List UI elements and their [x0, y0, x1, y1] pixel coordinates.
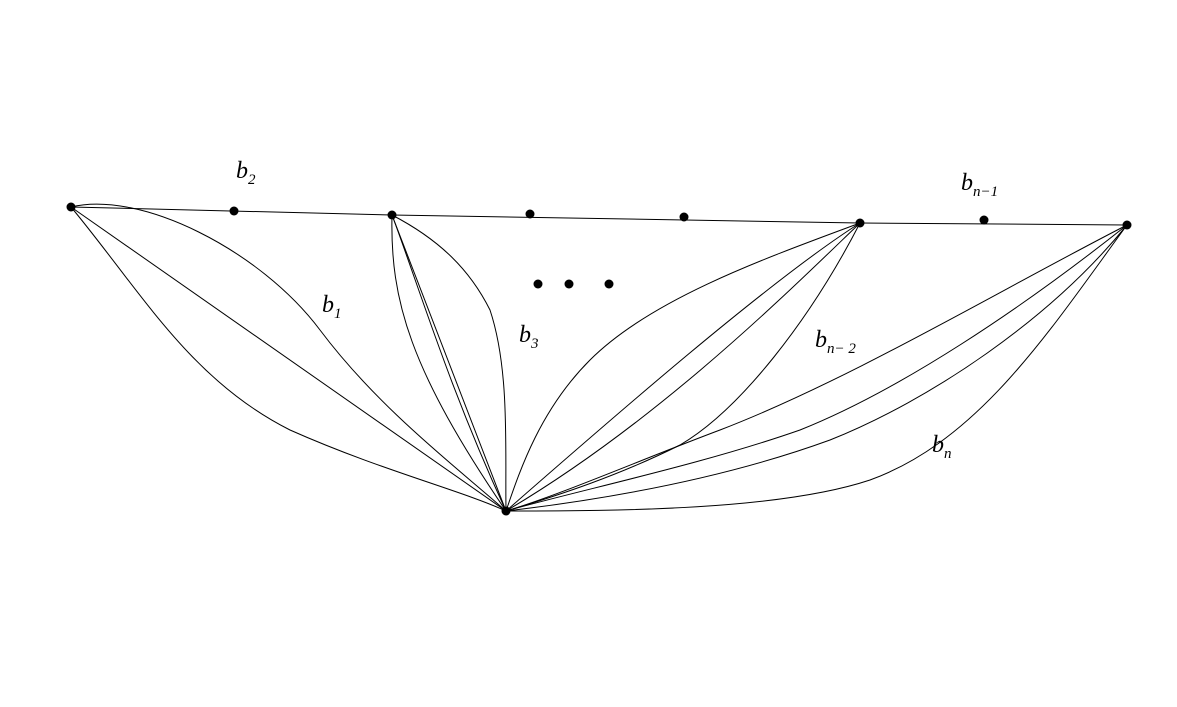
- edge: [391, 214, 507, 512]
- vertex: [387, 210, 397, 220]
- edge-group-b3: [391, 214, 507, 512]
- edge: [505, 224, 1128, 512]
- edge-group-bn: [505, 224, 1128, 512]
- edge-group-bn2: [505, 222, 861, 512]
- label-bn-minus-1: bn−1: [961, 170, 998, 200]
- vertex: [66, 202, 76, 212]
- edge: [391, 214, 507, 512]
- vertices: [66, 202, 1132, 516]
- edge: [505, 224, 1128, 512]
- vertex: [501, 506, 511, 516]
- edge: [70, 206, 507, 512]
- edge: [505, 224, 1128, 512]
- label-b2: b2: [236, 158, 256, 188]
- edge: [391, 214, 507, 512]
- vertex: [679, 212, 689, 222]
- label-b3: b3: [519, 322, 539, 352]
- vertex: [1122, 220, 1132, 230]
- vertex: [979, 215, 989, 225]
- vertex: [855, 218, 865, 228]
- top-edge: [70, 206, 1128, 226]
- edge: [391, 214, 507, 512]
- vertex: [229, 206, 239, 216]
- edge: [505, 222, 861, 512]
- vertex: [525, 209, 535, 219]
- ellipsis-dot: [533, 279, 543, 289]
- edge: [505, 224, 1128, 512]
- label-b1: b1: [322, 292, 342, 322]
- edge: [70, 206, 507, 512]
- edge: [505, 222, 861, 512]
- ellipsis-dots: [533, 279, 614, 289]
- edge: [505, 222, 861, 512]
- label-bn-minus-2: bn− 2: [815, 327, 856, 357]
- edge-group-b1: [70, 203, 507, 512]
- ellipsis-dot: [604, 279, 614, 289]
- edge: [70, 203, 507, 512]
- edge: [505, 222, 861, 512]
- ellipsis-dot: [564, 279, 574, 289]
- label-bn: bn: [932, 432, 952, 462]
